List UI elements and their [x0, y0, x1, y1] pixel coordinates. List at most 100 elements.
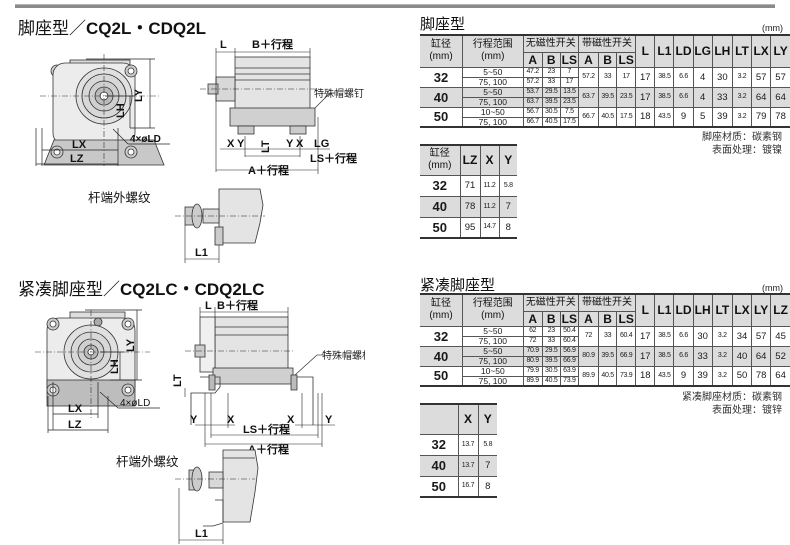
with-switch-cell: 17.5: [616, 106, 637, 128]
section1-rod-end-label: 杆端外螺纹: [88, 191, 151, 205]
value-cell: 3.2: [711, 365, 733, 387]
section1-table-unit: (mm): [762, 23, 783, 33]
dim-ld: 4×øLD: [120, 398, 150, 409]
with-switch-cell: 73.9: [616, 365, 637, 387]
bore-cell: 32: [420, 174, 461, 197]
value-cell: 6.6: [673, 325, 694, 347]
value-cell: 3.2: [711, 325, 733, 347]
th-y: Y: [498, 144, 517, 176]
value-cell: 4: [692, 66, 713, 88]
value-cell: 13.7: [457, 433, 479, 456]
dim-lx: LX: [68, 403, 83, 415]
value-cell: 4: [692, 86, 713, 108]
th-col: LH: [711, 34, 733, 68]
no-switch-cell: 23.5: [559, 96, 579, 108]
th-lz: LZ: [459, 144, 481, 176]
value-cell: 11.2: [479, 195, 500, 218]
value-cell: 16.7: [457, 475, 479, 498]
stroke-cell: 75, 100: [462, 96, 524, 108]
with-switch-cell: 80.9: [577, 345, 600, 367]
th-col: L: [635, 34, 656, 68]
value-cell: 33: [692, 345, 713, 367]
no-switch-cell: 29.5: [541, 86, 561, 98]
value-cell: 57: [751, 66, 772, 88]
stroke-cell: 10~50: [462, 106, 524, 118]
th-stroke: 行程范围(mm): [462, 293, 524, 327]
section2-spec-table: 缸径(mm) 行程范围(mm) 无磁性开关 带磁性开关 L L1 LD LH L…: [420, 293, 790, 387]
no-switch-cell: 23: [541, 325, 561, 337]
section1-rod-end-view: L1: [175, 188, 265, 263]
value-cell: 5.8: [477, 433, 497, 456]
no-switch-cell: 39.5: [541, 355, 561, 367]
no-switch-cell: 66.7: [522, 116, 543, 128]
th-col: L: [635, 293, 656, 327]
section2-front-dims: LY LH LX LZ 4×øLD: [47, 309, 160, 433]
no-switch-cell: 56.7: [522, 106, 543, 118]
th-bore-empty: [420, 403, 459, 435]
with-switch-cell: 63.7: [577, 86, 600, 108]
dim-x-right: X: [287, 414, 295, 426]
no-switch-cell: 29.5: [541, 345, 561, 357]
th-b: B: [598, 310, 618, 327]
stroke-cell: 75, 100: [462, 335, 524, 347]
with-switch-cell: 89.9: [577, 365, 600, 387]
no-switch-cell: 7: [559, 66, 579, 78]
bore-cell: 50: [420, 216, 461, 239]
value-cell: 57: [751, 325, 772, 347]
dim-y-left: Y: [190, 414, 198, 426]
no-switch-cell: 56.9: [559, 345, 579, 357]
value-cell: 17: [635, 66, 656, 88]
dim-l: L: [220, 39, 227, 51]
value-cell: 9: [673, 365, 694, 387]
section1-note: 脚座材质：碳素钢 表面处理：镀镍: [702, 132, 782, 156]
dim-a-stroke: A＋行程: [248, 163, 289, 177]
no-switch-cell: 70.9: [522, 345, 543, 357]
value-cell: 3.2: [731, 66, 753, 88]
no-switch-cell: 53.7: [522, 86, 543, 98]
stroke-cell: 5~50: [462, 325, 524, 337]
dim-lh: LH: [109, 359, 121, 374]
dim-ls-stroke: LS＋行程: [310, 151, 357, 165]
value-cell: 11.2: [479, 174, 500, 197]
value-cell: 9: [673, 106, 694, 128]
section2-title-cn: 紧凑脚座型／: [18, 280, 120, 299]
value-cell: 43.5: [654, 106, 675, 128]
value-cell: 50: [731, 365, 753, 387]
value-cell: 3.2: [731, 106, 753, 128]
dim-ly: LY: [133, 88, 145, 102]
no-switch-cell: 17: [559, 76, 579, 88]
no-switch-cell: 17.5: [559, 116, 579, 128]
dim-b-stroke: B＋行程: [217, 298, 258, 312]
stroke-cell: 5~50: [462, 66, 524, 78]
value-cell: 5.8: [498, 174, 517, 197]
screw-label: 特殊帽螺钉: [314, 87, 364, 100]
value-cell: 78: [751, 365, 772, 387]
value-cell: 18: [635, 365, 656, 387]
th-x: X: [479, 144, 500, 176]
with-switch-cell: 72: [577, 325, 600, 347]
dim-lz: LZ: [68, 419, 82, 431]
th-bore: 缸径(mm): [420, 293, 464, 327]
section2-front-view: [35, 310, 150, 418]
value-cell: 8: [477, 475, 497, 498]
no-switch-cell: 30.5: [541, 365, 561, 377]
value-cell: 3.2: [711, 345, 733, 367]
no-switch-cell: 7.5: [559, 106, 579, 118]
th-a: A: [577, 51, 600, 68]
section1-title-model: CQ2L・CDQ2L: [86, 19, 206, 38]
value-cell: 8: [498, 216, 517, 239]
th-bore: 缸径(mm): [420, 34, 464, 68]
no-switch-cell: 23: [541, 66, 561, 78]
dim-ls-stroke: LS＋行程: [243, 422, 290, 436]
th-col: LX: [731, 293, 753, 327]
th-stroke: 行程范围(mm): [462, 34, 524, 68]
th-col: LX: [751, 34, 772, 68]
section1-side-view: L B＋行程 特殊帽螺钉 X Y LT Y X LG LS＋行程 A＋行程: [200, 37, 364, 177]
